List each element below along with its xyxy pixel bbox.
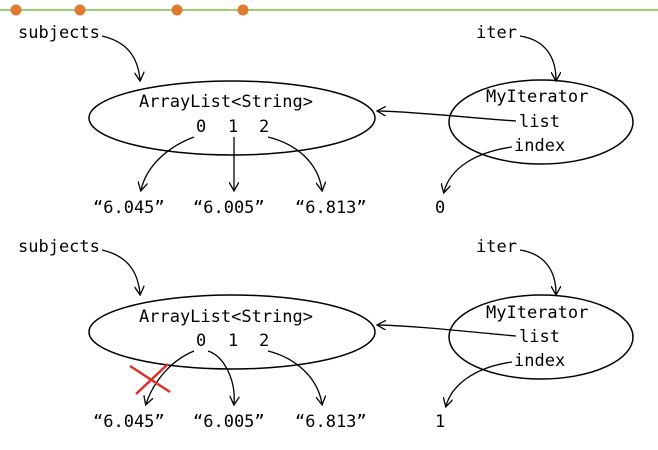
header-dot xyxy=(237,4,249,16)
index-field: index xyxy=(514,351,565,371)
index-1: 1 xyxy=(228,117,238,137)
index-0: 0 xyxy=(196,331,206,351)
snapshot-top: subjects iter ArrayList<String> 0 1 2 My… xyxy=(18,23,634,218)
snapshot-bottom: subjects iter ArrayList<String> 0 1 2 My… xyxy=(18,237,634,432)
iterator-label: MyIterator xyxy=(486,87,588,107)
subjects-label: subjects xyxy=(18,23,100,43)
index-1: 1 xyxy=(228,331,238,351)
index-value: 1 xyxy=(435,412,445,432)
index-2: 2 xyxy=(259,117,269,137)
index-value: 0 xyxy=(435,198,445,218)
iter-label: iter xyxy=(476,237,517,257)
iter-arrow xyxy=(519,35,556,80)
index-value-arrow xyxy=(444,146,513,192)
list-pointer-arrow xyxy=(378,111,517,122)
removed-cross-icon xyxy=(129,363,171,395)
header-dot xyxy=(10,4,22,16)
arraylist-ellipse xyxy=(88,80,376,156)
value-0: “6.045” xyxy=(93,198,165,218)
iterator-label: MyIterator xyxy=(486,303,588,323)
element-arrow-0 xyxy=(141,136,195,190)
arraylist-ellipse xyxy=(88,294,376,370)
element-arrow-2 xyxy=(267,136,322,190)
iterator-ellipse xyxy=(448,294,634,380)
arraylist-label: ArrayList<String> xyxy=(139,307,313,327)
arraylist-label: ArrayList<String> xyxy=(139,92,313,112)
iterator-ellipse xyxy=(448,79,634,165)
index-field: index xyxy=(514,136,565,156)
header-dot xyxy=(171,4,183,16)
list-field: list xyxy=(519,327,560,347)
index-2: 2 xyxy=(259,331,269,351)
index-value-arrow xyxy=(446,361,513,406)
subjects-arrow xyxy=(101,35,140,80)
list-field: list xyxy=(519,112,560,132)
subjects-arrow xyxy=(101,249,140,294)
value-1: “6.005” xyxy=(193,198,265,218)
element-arrow-0 xyxy=(146,350,195,404)
index-0: 0 xyxy=(196,117,206,137)
list-pointer-arrow xyxy=(378,325,517,337)
value-2: “6.813” xyxy=(295,198,367,218)
value-0: “6.045” xyxy=(93,412,165,432)
value-1: “6.005” xyxy=(193,412,265,432)
header-dot xyxy=(74,4,86,16)
subjects-label: subjects xyxy=(18,237,100,257)
value-2: “6.813” xyxy=(295,412,367,432)
element-arrow-1 xyxy=(207,350,234,404)
element-arrow-2 xyxy=(267,350,322,404)
iter-label: iter xyxy=(476,23,517,43)
iter-arrow xyxy=(519,249,556,294)
